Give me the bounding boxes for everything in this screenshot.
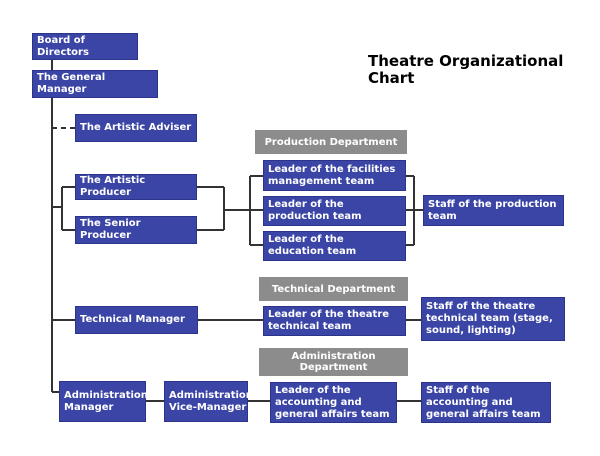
node-board-of-directors: Board of Directors [32,33,138,60]
dept-production: Production Department [255,130,407,154]
node-general-manager: The General Manager [32,70,158,98]
dept-administration: Administration Department [259,348,408,376]
node-administration-vice-manager: Administration Vice-Manager [164,381,253,422]
node-staff-production: Staff of the production team [423,195,564,226]
node-senior-producer: The Senior Producer [75,216,197,244]
chart-title-line-1: Theatre Organizational [368,52,564,70]
node-artistic-producer: The Artistic Producer [75,174,197,200]
node-technical-manager: Technical Manager [75,306,198,334]
node-leader-education: Leader of the education team [263,231,406,261]
node-administration-manager: Administration Manager [59,381,148,422]
node-artistic-adviser: The Artistic Adviser [75,114,197,142]
node-leader-accounting: Leader of the accounting and general aff… [270,382,397,423]
chart-title: Theatre Organizational Chart [368,53,578,87]
dept-technical: Technical Department [259,277,408,301]
node-staff-accounting: Staff of the accounting and general affa… [421,382,551,423]
node-leader-production: Leader of the production team [263,196,406,226]
chart-title-line-2: Chart [368,69,415,87]
node-leader-technical: Leader of the theatre technical team [263,306,406,336]
node-staff-technical: Staff of the theatre technical team (sta… [421,297,565,341]
node-leader-facilities: Leader of the facilities management team [263,160,406,191]
